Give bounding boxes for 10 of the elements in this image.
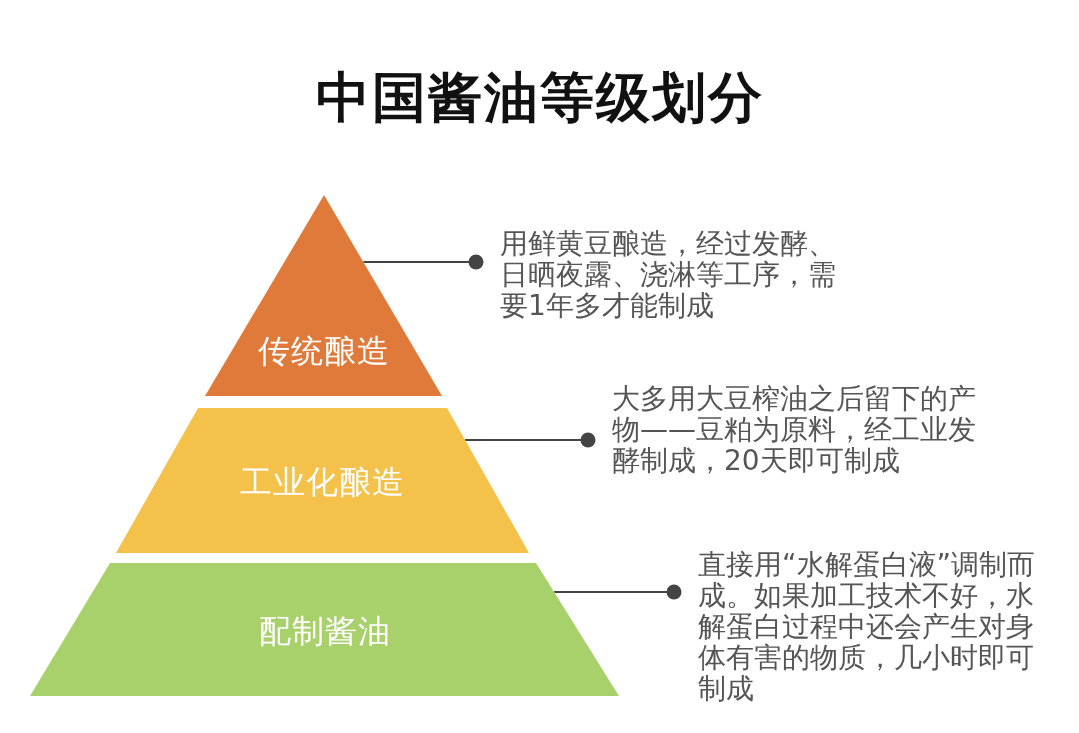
tier-label: 配制酱油: [258, 611, 391, 652]
tier-label: 传统酿造: [257, 331, 390, 372]
leader-line: [553, 584, 682, 600]
description-text: 用鲜黄豆酿造，经过发酵、日晒夜露、浇淋等工序，需要1年多才能制成: [500, 228, 837, 321]
tier-label: 工业化酿造: [240, 462, 405, 503]
description-text: 大多用大豆榨油之后留下的产物——豆粕为原料，经工业发酵制成，20天即可制成: [612, 383, 977, 476]
description-text: 直接用“水解蛋白液”调制而成。如果加工技术不好，水解蛋白过程中还会产生对身体有害的物质，几小时即可制成: [698, 549, 1036, 704]
leader-line: [464, 432, 596, 448]
leader-line: [362, 254, 484, 270]
title: 中国酱油等级划分: [314, 65, 765, 131]
